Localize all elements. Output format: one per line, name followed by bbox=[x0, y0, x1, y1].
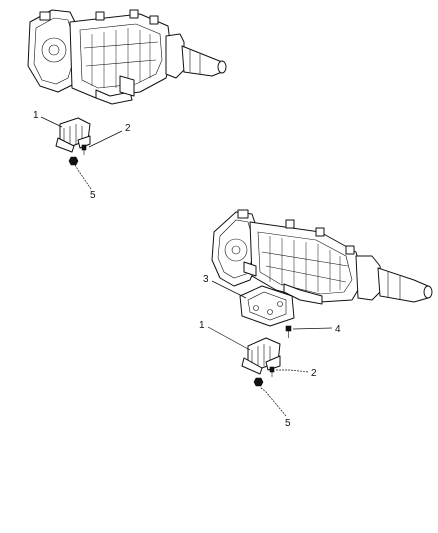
bottom-transmission bbox=[211, 209, 433, 305]
bottom-bolt-4 bbox=[285, 325, 292, 338]
bottom-bolt-2 bbox=[269, 366, 275, 377]
top-callout-5: 5 bbox=[90, 190, 96, 201]
bottom-callout-1: 1 bbox=[199, 320, 205, 331]
top-leader-1 bbox=[40, 116, 63, 128]
top-transmission bbox=[27, 9, 227, 105]
top-leader-2 bbox=[88, 130, 123, 148]
bottom-callout-4: 4 bbox=[335, 324, 341, 335]
bottom-mount-bracket bbox=[241, 337, 281, 375]
bottom-leader-3 bbox=[211, 280, 247, 299]
bottom-leader-5 bbox=[259, 386, 287, 417]
bottom-callout-3: 3 bbox=[203, 274, 209, 285]
bottom-leader-2 bbox=[276, 369, 309, 373]
top-callout-2: 2 bbox=[125, 123, 131, 134]
bottom-leader-1 bbox=[207, 326, 251, 351]
bottom-callout-5: 5 bbox=[285, 418, 291, 429]
top-bolt bbox=[81, 144, 87, 155]
top-mount-bracket bbox=[55, 117, 91, 153]
bottom-adapter-plate bbox=[239, 285, 295, 327]
bottom-leader-4 bbox=[292, 327, 333, 330]
top-callout-1: 1 bbox=[33, 110, 39, 121]
top-nut bbox=[68, 156, 79, 166]
bottom-nut-5 bbox=[253, 377, 264, 387]
top-leader-5 bbox=[74, 164, 92, 190]
bottom-callout-2: 2 bbox=[311, 368, 317, 379]
